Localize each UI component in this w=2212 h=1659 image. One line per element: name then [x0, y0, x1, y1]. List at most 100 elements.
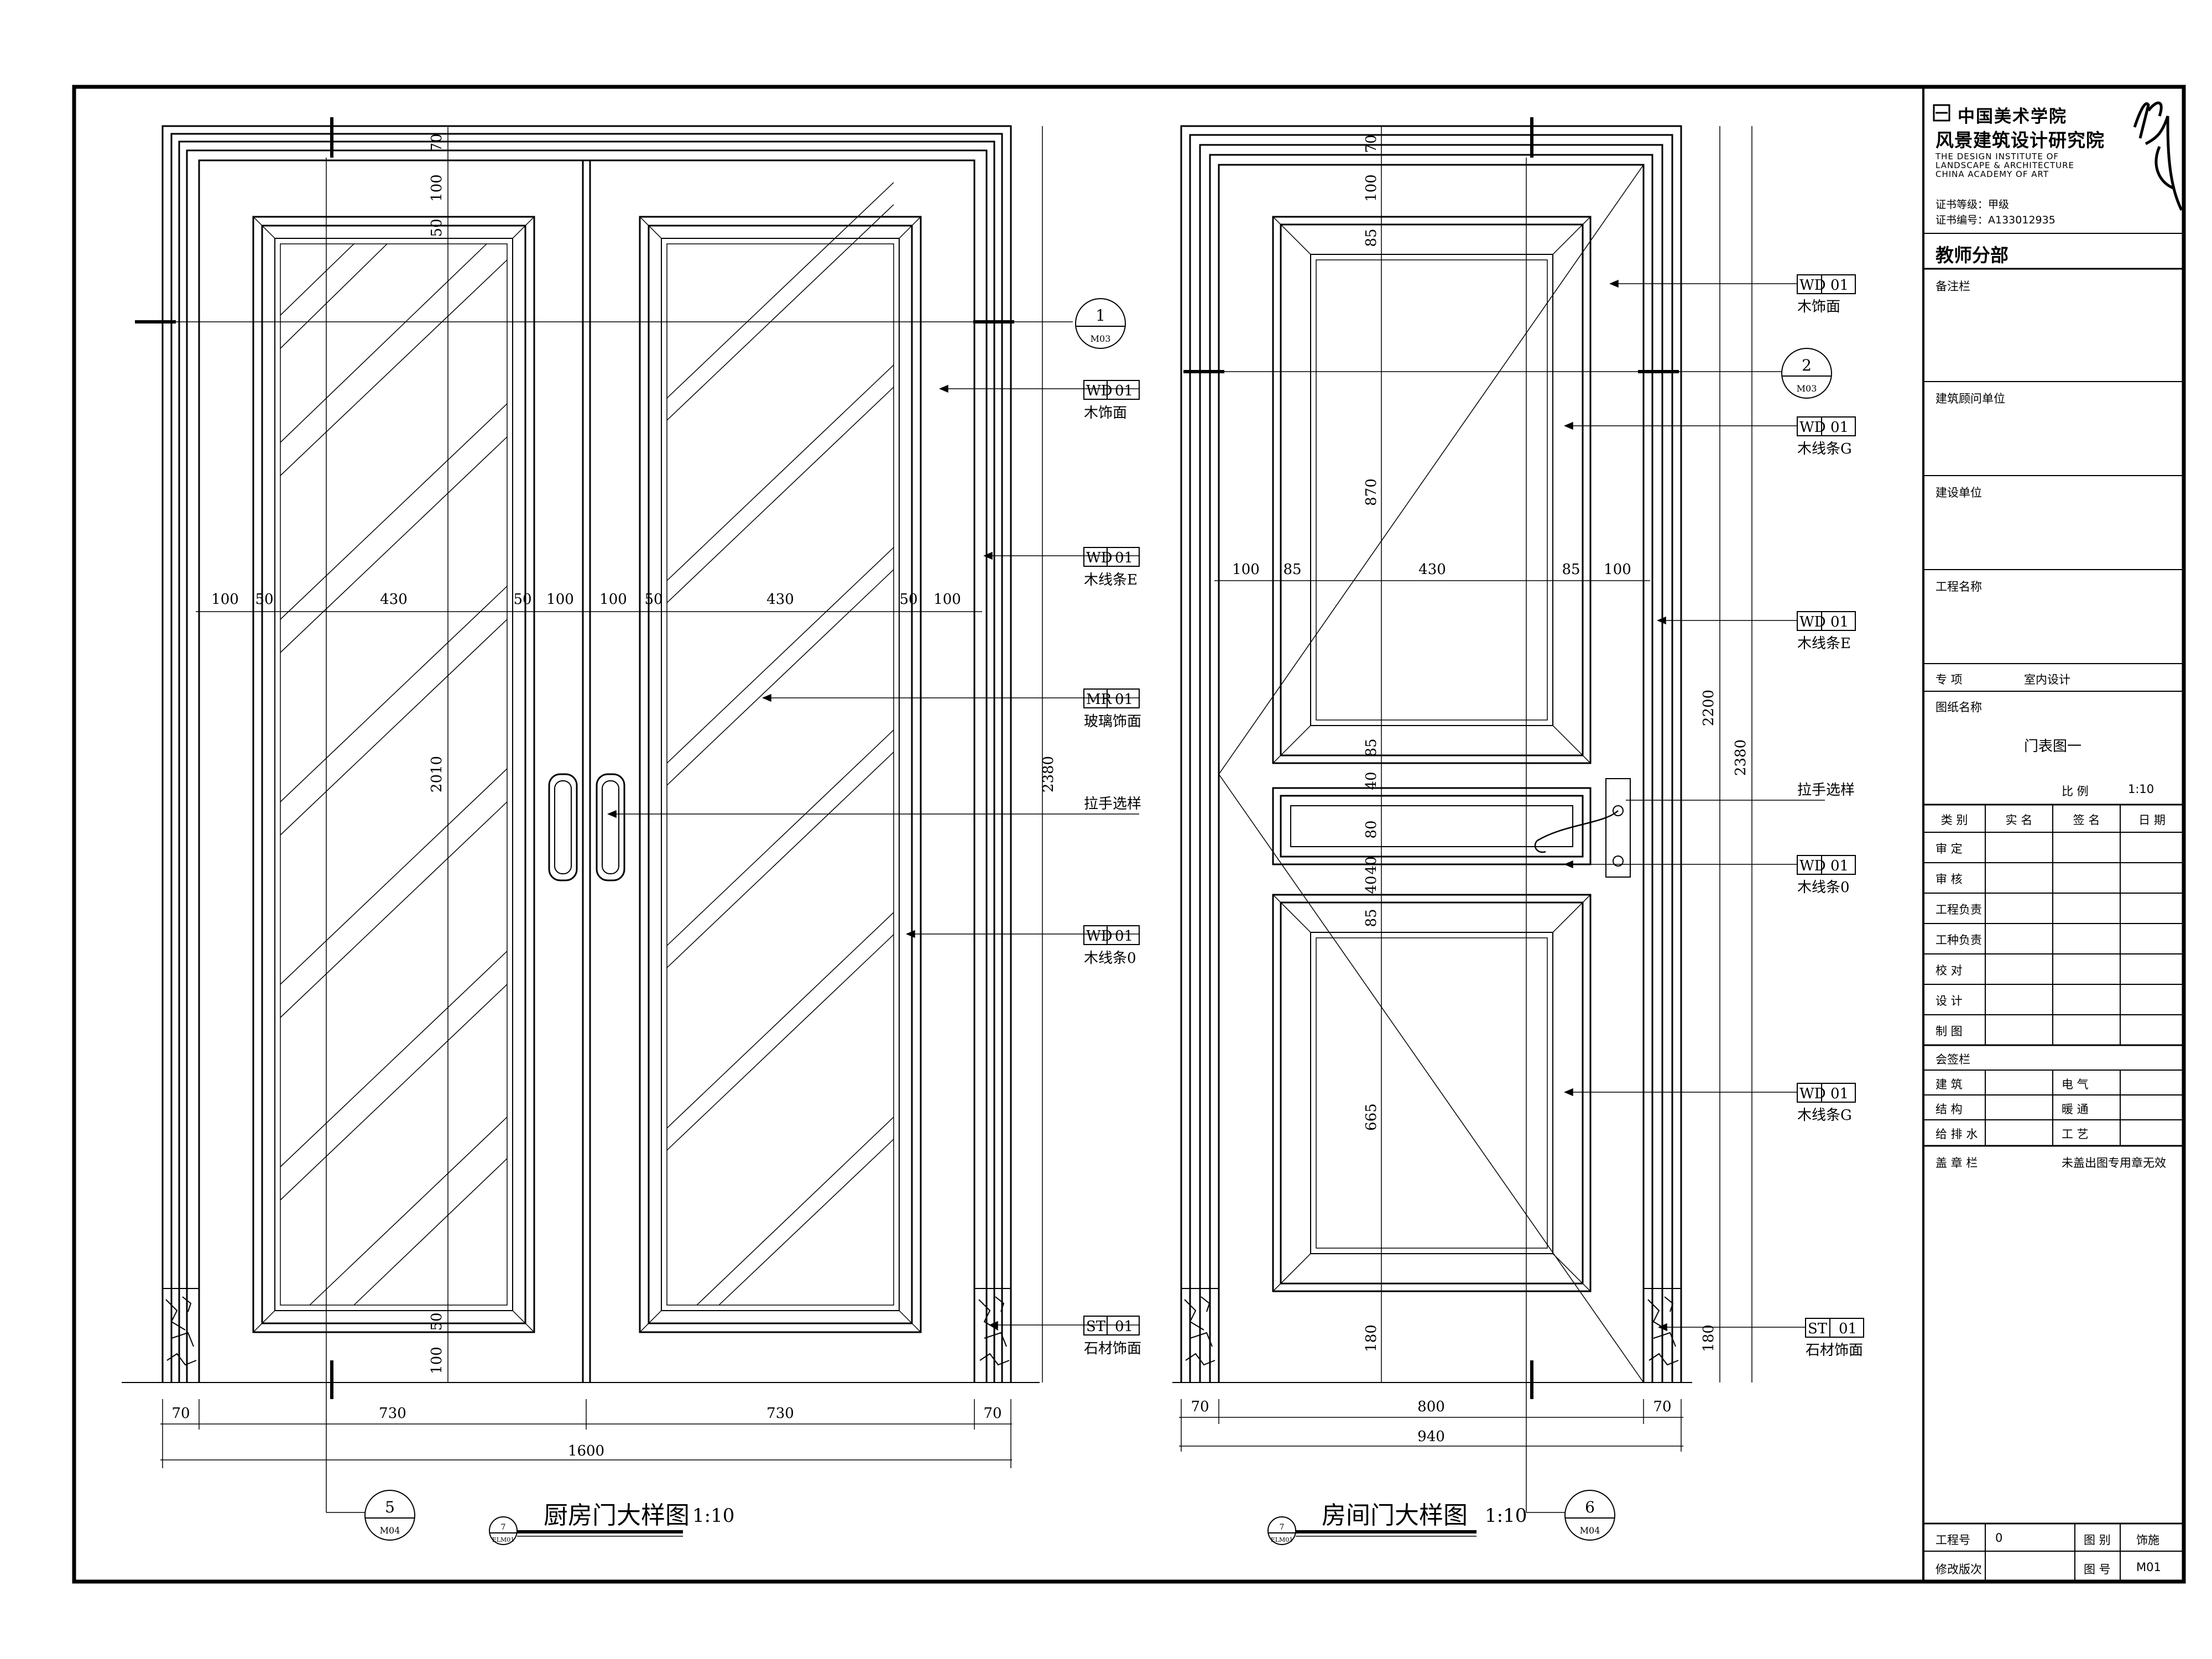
callout-num: 01: [1830, 614, 1849, 630]
org-en-line: LANDSCAPE & ARCHITECTURE: [1936, 160, 2075, 170]
project-name-label: 工程名称: [1936, 580, 1982, 593]
room-markers: 2 M03 6 M04 7 ELM01: [1271, 356, 1817, 1543]
marker-num: 6: [1585, 1498, 1595, 1516]
sign-header: 签 名: [2073, 813, 2100, 827]
callout-num: 01: [1830, 419, 1849, 436]
room-vertical-dims: 70 100 85 870 85 40 80 40 40 85 665 180 …: [1363, 134, 1749, 1352]
dim: 50: [255, 591, 273, 608]
dim: 70: [171, 1405, 190, 1422]
callout-num: 01: [1830, 1086, 1849, 1102]
dim: 100: [599, 591, 627, 608]
room-section-line: [1183, 117, 1825, 1513]
category: 饰施: [2136, 1533, 2159, 1547]
stamp-label: 盖 章 栏: [1936, 1156, 1978, 1170]
dim: 430: [380, 591, 408, 608]
discipline: 给 排 水: [1936, 1128, 1978, 1141]
room-dimension-lines: [1179, 126, 1752, 1452]
callout-code: WD: [1799, 277, 1826, 294]
callout-num: 01: [1115, 383, 1133, 399]
sign-header: 日 期: [2138, 813, 2166, 827]
callout-label: 石材饰面: [1084, 1340, 1141, 1357]
room-leader-lines: [1564, 279, 1825, 1332]
remarks-label: 备注栏: [1936, 280, 1970, 293]
department: 教师分部: [1936, 244, 2008, 266]
overall-height: 2380: [1040, 756, 1057, 792]
sign-row: 工种负责: [1936, 933, 1982, 947]
institute-logo-icon: [1933, 104, 1950, 122]
callout-label: 木线条G: [1797, 441, 1852, 457]
project-no-label: 工程号: [1936, 1533, 1970, 1547]
dim: 730: [766, 1405, 794, 1422]
callout-label: 木线条E: [1084, 572, 1138, 588]
project-no: 0: [1995, 1531, 2003, 1545]
title-bubble-sheet: ELM01: [1271, 1536, 1293, 1543]
dim: 665: [1363, 1103, 1380, 1131]
org-en-line: CHINA ACADEMY OF ART: [1936, 169, 2049, 179]
callout-label: 石材饰面: [1806, 1342, 1863, 1359]
marker-sheet: M03: [1091, 333, 1111, 344]
callout-num: 01: [1830, 858, 1849, 874]
callout-code: MR: [1086, 691, 1113, 708]
callout-code: WD: [1799, 858, 1826, 874]
marker-num: 5: [385, 1498, 395, 1516]
sign-row: 校 对: [1936, 964, 1963, 977]
callout-code: WD: [1799, 614, 1826, 630]
room-top-dims: 100 85 430 85 100: [1232, 561, 1631, 578]
dim: 800: [1417, 1399, 1445, 1415]
category-label: 图 别: [2084, 1533, 2111, 1547]
dim: 100: [211, 591, 239, 608]
discipline: 建 筑: [1936, 1078, 1963, 1091]
title-block-grid: [1923, 233, 2184, 1582]
dim: 100: [429, 174, 445, 202]
kitchen-glass-hatch: [280, 182, 894, 1306]
callout-label: 木饰面: [1084, 405, 1127, 421]
discipline: 工 艺: [2062, 1128, 2089, 1141]
dim: 100: [1363, 174, 1380, 202]
dim: 40: [1363, 771, 1380, 790]
drawing-no: M01: [2136, 1561, 2161, 1574]
dim: 85: [1283, 561, 1301, 578]
scale-value: 1:10: [2128, 782, 2154, 796]
title-underlines: [517, 1530, 1477, 1537]
consultant-label: 建筑顾问单位: [1936, 392, 2005, 405]
major-label: 专 项: [1936, 673, 1963, 686]
title-bubble-num: 7: [1280, 1523, 1285, 1532]
dim: 85: [1363, 909, 1380, 927]
callout-code: WD: [1086, 383, 1113, 399]
revision-label: 修改版次: [1936, 1563, 1982, 1576]
room-title: 房间门大样图: [1322, 1501, 1468, 1530]
kitchen-vertical-dims: 70 100 50 2010 50 100 2380: [429, 133, 1057, 1374]
kitchen-callouts: WD 01 木饰面 WD 01 木线条E MR 01 玻璃饰面 拉手选样 WD …: [1084, 383, 1141, 1357]
marker-sheet: M04: [380, 1525, 400, 1536]
discipline: 电 气: [2062, 1078, 2089, 1091]
kitchen-title: 厨房门大样图: [544, 1501, 690, 1530]
room-stone-base: [1181, 1288, 1682, 1383]
callout-label: 木线条0: [1084, 950, 1136, 967]
dim: 40: [1363, 875, 1380, 894]
dim: 100: [933, 591, 961, 608]
dim: 40: [1363, 856, 1380, 874]
callout-label: 木线条0: [1797, 879, 1850, 896]
overall-width: 1600: [568, 1443, 604, 1459]
dim: 730: [379, 1405, 406, 1422]
dim: 2010: [429, 756, 445, 792]
callout-num: 01: [1115, 928, 1133, 945]
sheet-border: [72, 85, 2186, 1584]
room-callouts: WD 01 木饰面 WD 01 木线条G WD 01 木线条E 拉手选样 WD …: [1797, 277, 1863, 1359]
sign-header: 实 名: [2005, 813, 2033, 827]
callout-code: WD: [1086, 550, 1113, 566]
callout-code: ST: [1808, 1321, 1828, 1337]
room-door-elevation: [1172, 125, 1692, 1383]
dim: 50: [513, 591, 531, 608]
leaf-height: 2200: [1700, 690, 1717, 726]
dim: 70: [1653, 1399, 1671, 1415]
callout-num: 01: [1830, 277, 1849, 294]
marker-num: 2: [1802, 356, 1812, 374]
title-block: 中国美术学院 风景建筑设计研究院 THE DESIGN INSTITUTE OF…: [1923, 87, 2184, 1582]
dim: 430: [766, 591, 794, 608]
dim: 70: [983, 1405, 1001, 1422]
room-scale: 1:10: [1485, 1505, 1527, 1527]
callout-label: 木线条G: [1797, 1107, 1852, 1124]
discipline: 暖 通: [2062, 1103, 2089, 1116]
